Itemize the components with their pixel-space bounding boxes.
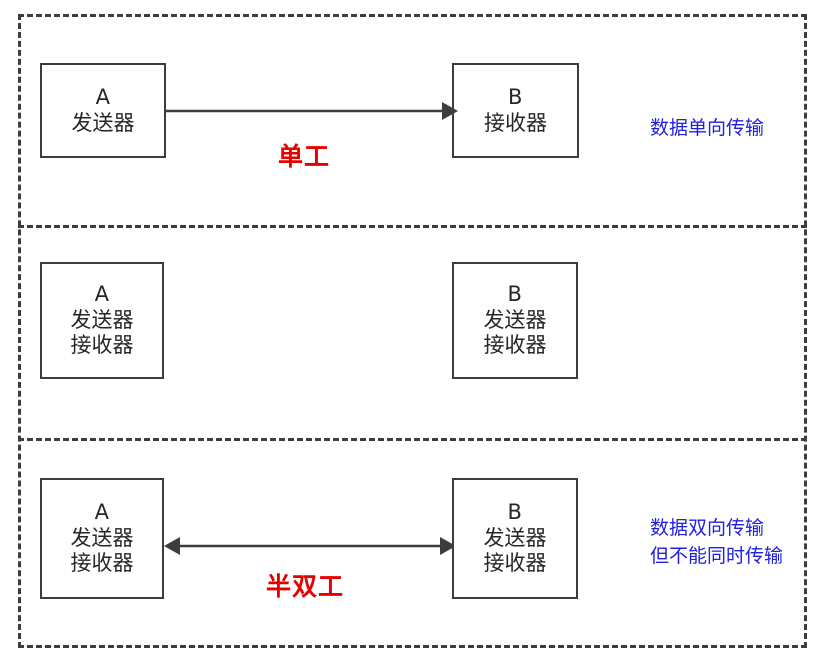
- arrow-right-icon: [166, 102, 458, 120]
- node-role-label: 接收器: [70, 551, 134, 576]
- panel-half-duplex: A 发送器 接收器 B 发送器 接收器 半双工 数据双向传输 但不能同时传输: [18, 225, 807, 601]
- panel-full-duplex: A 发送器 接收器 B 发送器 接收器 全双工 数据双向传输 可以同时传输: [18, 438, 807, 648]
- node-role-label: 发送器: [483, 307, 547, 332]
- node-role-label: 接收器: [484, 110, 547, 135]
- node-role-label: 接收器: [483, 551, 547, 576]
- description-line: 但不能同时传输: [650, 544, 784, 567]
- node-id-label: A: [95, 84, 111, 109]
- node-id-label: A: [94, 500, 110, 525]
- description-line: 数据双向传输: [650, 517, 765, 539]
- node-box-b-full-duplex: B 发送器 接收器: [452, 478, 578, 599]
- panel-simplex: A 发送器 B 接收器 单工 数据单向传输: [18, 14, 807, 225]
- node-box-a-full-duplex: A 发送器 接收器: [40, 478, 164, 599]
- mode-label-half-duplex: 半双工: [266, 572, 345, 601]
- node-role-label: 接收器: [483, 333, 547, 358]
- node-role-label: 发送器: [70, 525, 134, 550]
- panel-divider-2: [18, 438, 807, 441]
- mode-label-simplex: 单工: [278, 142, 331, 171]
- node-id-label: B: [507, 282, 523, 307]
- node-role-label: 发送器: [70, 307, 134, 332]
- node-role-label: 发送器: [71, 110, 135, 135]
- description-line: 数据单向传输: [650, 117, 765, 139]
- node-id-label: B: [507, 500, 523, 525]
- description-half-duplex: 数据双向传输 但不能同时传输: [650, 515, 783, 570]
- node-role-label: 发送器: [483, 525, 547, 550]
- node-id-label: B: [508, 84, 523, 109]
- node-box-a-half-duplex: A 发送器 接收器: [40, 262, 164, 379]
- node-id-label: A: [94, 282, 110, 307]
- node-role-label: 接收器: [70, 333, 134, 358]
- node-box-a-simplex: A 发送器: [40, 63, 166, 158]
- node-box-b-simplex: B 接收器: [452, 63, 579, 158]
- description-simplex: 数据单向传输: [650, 115, 764, 143]
- node-box-b-half-duplex: B 发送器 接收器: [452, 262, 578, 379]
- arrow-bidirectional-icon: [164, 537, 456, 555]
- panel-divider-1: [18, 225, 807, 228]
